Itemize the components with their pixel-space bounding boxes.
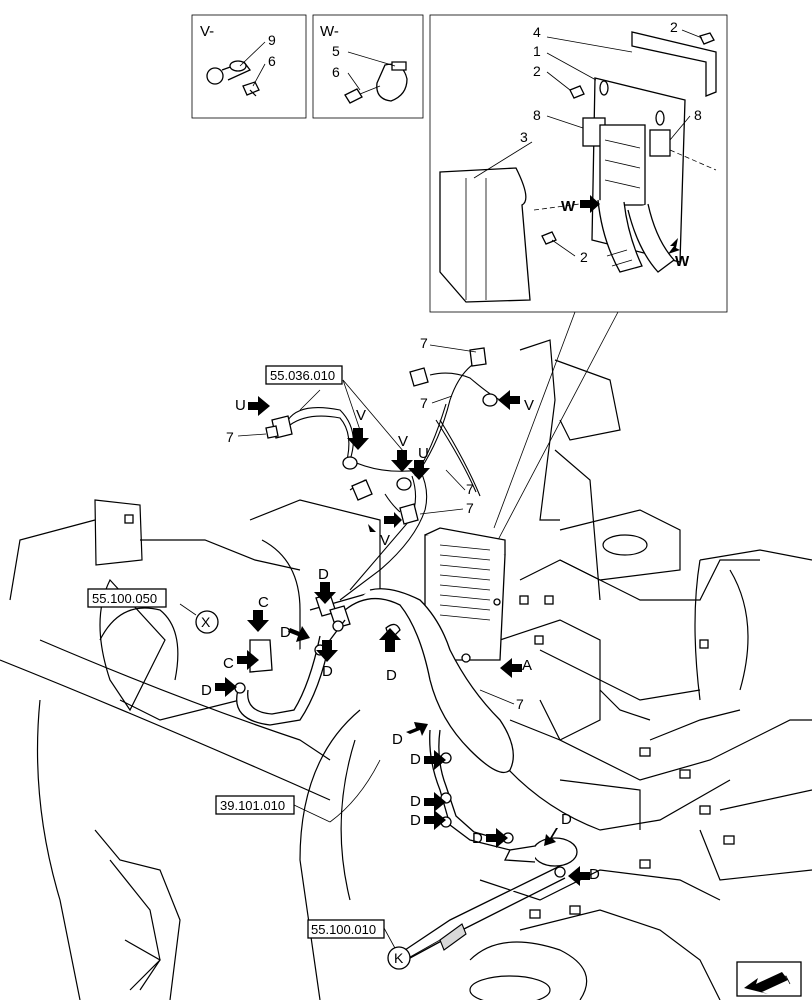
detail-main-callout-2c: 2 [580,249,588,265]
arrow-d-12 [568,866,590,886]
detail-main-callout-8b: 8 [694,107,702,123]
label-7-d: 7 [466,481,474,497]
arrow-d-9 [424,810,446,830]
arrow-d-8 [424,792,446,812]
arrow-d-6 [406,722,428,736]
label-d-9: D [410,812,421,829]
label-u-2: U [418,445,429,462]
detail-w-title: W- [320,23,339,40]
label-d-3: D [280,624,291,641]
label-d-2: D [201,682,212,699]
arrow-d-4 [316,640,338,662]
detail-main-callout-2b: 2 [533,63,541,79]
label-v-2: V [398,433,408,450]
detail-v-callout-6: 6 [268,53,276,69]
label-a: A [522,657,532,674]
detail-main-callout-8a: 8 [533,107,541,123]
wire-harness [265,347,501,629]
label-d-6: D [392,731,403,748]
arrow-u-1 [248,396,270,416]
clip-arrows [215,390,590,886]
detail-main-callout-2a: 2 [670,19,678,35]
arrow-c-2 [237,650,259,670]
arrow-d-5 [379,628,401,652]
svg-text:K: K [394,950,404,966]
label-u-1: U [235,397,246,414]
arrow-d-1 [314,582,336,604]
label-d-1: D [318,566,329,583]
leader-lines [179,344,515,958]
arrow-7 [384,512,402,528]
label-d-5: D [386,667,397,684]
arrow-d-2 [215,677,237,697]
detail-main-box: 4 2 1 2 8 8 3 W W 2 [429,14,728,313]
detail-w-callout-5: 5 [332,43,340,59]
label-7-e: 7 [466,500,474,516]
arrow-d-11 [544,828,558,846]
label-7-f: 7 [516,696,524,712]
detail-v-callout-9: 9 [268,32,276,48]
label-d-7: D [410,751,421,768]
detail-main-callout-3: 3 [520,129,528,145]
detail-main-callout-4: 4 [533,24,541,40]
detail-v-box: V- 9 6 [191,14,307,119]
ref-55-036-010[interactable]: 55.036.010 [265,365,343,385]
detail-main-callout-1: 1 [533,43,541,59]
ref-55-100-010[interactable]: 55.100.010 [307,919,385,939]
arrow-d-7 [424,750,446,770]
svg-text:X: X [201,614,211,630]
ref-55-100-050[interactable]: 55.100.050 [87,588,167,608]
front-arrow-icon [736,961,802,997]
arrow-u-2 [408,460,430,480]
label-c-1: C [258,594,269,611]
label-d-12: D [589,866,600,883]
detail-main-callout-w1: W [561,198,576,215]
letter-labels: U V V U V V 7 7 7 7 7 7 D C C D D D D D … [201,335,600,883]
detail-v-title: V- [200,23,214,40]
ref-39-101-010[interactable]: 39.101.010 [215,795,295,815]
arrow-v-3 [498,390,520,410]
arrow-v-2 [391,450,413,472]
arrow-d-3 [288,626,310,642]
label-d-11: D [561,811,572,828]
label-v-4: V [380,532,390,549]
svg-text:55.036.010: 55.036.010 [270,368,335,383]
label-d-8: D [410,793,421,810]
arrow-d-10 [486,828,508,848]
label-d-10: D [472,830,483,847]
label-7-a: 7 [226,429,234,445]
svg-text:55.100.010: 55.100.010 [311,922,376,937]
hoses [234,588,578,959]
svg-text:55.100.050: 55.100.050 [92,591,157,606]
label-c-2: C [223,655,234,672]
detail-main-callout-w2: W [675,253,690,270]
machine-frame [0,339,812,1000]
arrow-v-1 [347,428,369,450]
connector-k: K [387,946,411,970]
connector-x: X [195,610,219,634]
label-7-c: 7 [420,395,428,411]
label-d-4: D [322,663,333,680]
arrow-c-1 [247,610,269,632]
arrow-a [500,658,522,678]
label-7-b: 7 [420,335,428,351]
label-v-1: V [356,407,366,424]
detail-w-callout-6: 6 [332,64,340,80]
detail-w-box: W- 5 6 [312,14,424,119]
svg-text:39.101.010: 39.101.010 [220,798,285,813]
label-v-3: V [524,397,534,414]
